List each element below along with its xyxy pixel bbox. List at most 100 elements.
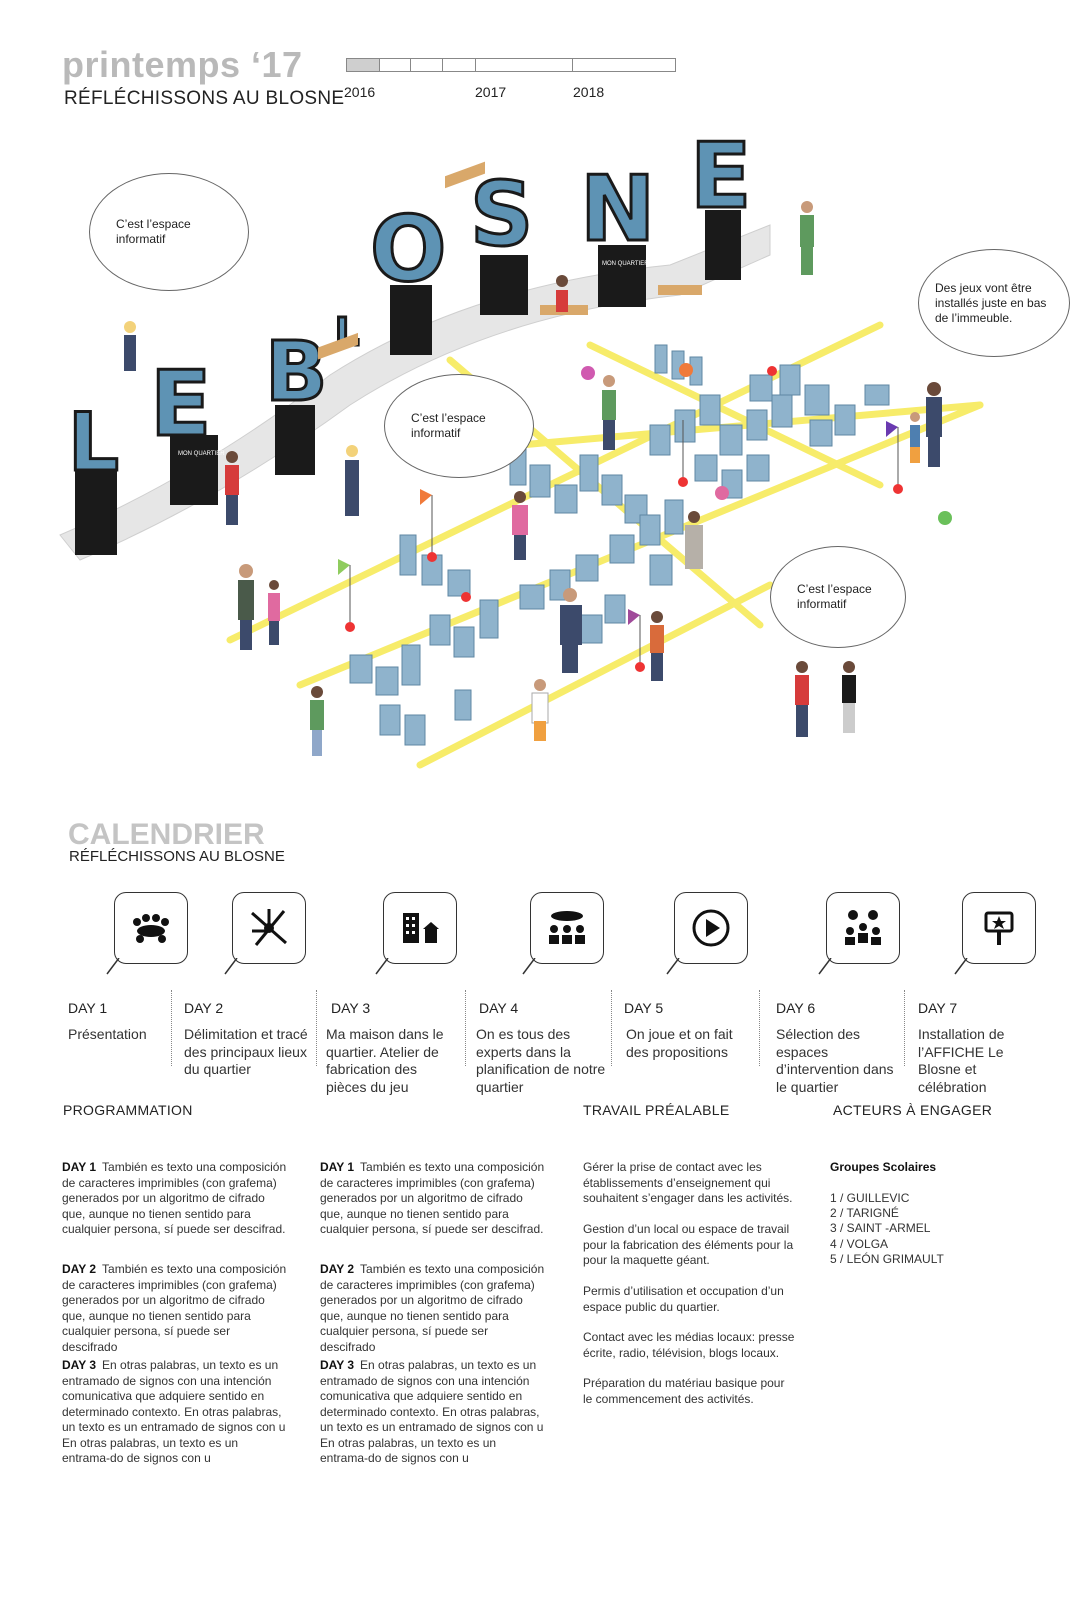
prog-day: DAY 3 xyxy=(62,1358,97,1372)
day6-pointer xyxy=(818,958,832,975)
acteurs-item: 1 / GUILLEVIC xyxy=(830,1191,910,1205)
timeline-bar xyxy=(346,58,676,72)
acteurs-item: 2 / TARIGNÉ xyxy=(830,1206,899,1220)
speech-bubble-informatif-3: C’est l’espace informatif xyxy=(770,546,906,648)
timeline-label-2018: 2018 xyxy=(573,84,605,100)
acteurs-item: 5 / LEÓN GRIMAULT xyxy=(830,1252,944,1266)
prog-text: También es texto una composición de cara… xyxy=(320,1262,545,1354)
day4-icon-box xyxy=(530,892,604,964)
letter-e: E xyxy=(150,352,211,457)
travail-item: Contact avec les médias locaux: presse é… xyxy=(583,1330,795,1360)
day-separator xyxy=(171,990,172,1066)
prog-day: DAY 2 xyxy=(62,1262,97,1276)
page-subtitle: RÉFLÉCHISSONS AU BLOSNE xyxy=(64,88,345,109)
day3-label: DAY 3 xyxy=(331,1000,371,1016)
timeline-label-2017: 2017 xyxy=(475,84,507,100)
timeline-active-segment xyxy=(347,59,380,71)
season-title: printemps ‘17 xyxy=(62,44,303,85)
day4-label: DAY 4 xyxy=(479,1000,519,1016)
prog-text: También es texto una composición de cara… xyxy=(62,1160,287,1236)
day4-pointer xyxy=(522,958,536,975)
prog-day: DAY 2 xyxy=(320,1262,355,1276)
day3-pointer xyxy=(375,958,389,975)
building-blocks xyxy=(349,344,890,746)
day2-desc: Délimitation et tracé des principaux lie… xyxy=(184,1026,308,1077)
sign-panels xyxy=(75,210,741,555)
calendar-title: CALENDRIER xyxy=(68,818,265,851)
travail-item: Préparation du matériau basique pour le … xyxy=(583,1376,785,1406)
giant-letters: L E B L O S N E xyxy=(67,123,753,491)
day5-desc: On joue et on fait des propositions xyxy=(626,1026,733,1060)
bubble-text: C’est l’espace informatif xyxy=(797,582,872,611)
prog-text: En otras palabras, un texto es un entram… xyxy=(320,1358,544,1465)
day1-pointer xyxy=(106,958,120,975)
prog-day: DAY 1 xyxy=(62,1160,97,1174)
travail-heading: TRAVAIL PRÉALABLE xyxy=(583,1102,730,1118)
map-streets-icon xyxy=(251,909,287,946)
day5-icon-box xyxy=(674,892,748,964)
bubble-text: C’est l’espace informatif xyxy=(116,217,191,246)
speech-bubble-jeux: Des jeux vont être installés juste en ba… xyxy=(918,249,1070,357)
day-separator xyxy=(759,990,760,1066)
programmation-heading: PROGRAMMATION xyxy=(63,1102,193,1118)
flags xyxy=(338,363,952,672)
letter-e: E xyxy=(690,124,751,229)
day7-icon-box xyxy=(962,892,1036,964)
people xyxy=(124,201,942,756)
sign-star-icon xyxy=(984,911,1014,945)
day6-icon-box xyxy=(826,892,900,964)
day6-desc: Sélection des espaces d’intervention dan… xyxy=(776,1026,894,1095)
timeline-label-2016: 2016 xyxy=(344,84,376,100)
day1-label: DAY 1 xyxy=(68,1000,108,1016)
timeline-segment xyxy=(443,59,476,71)
day1-icon-box xyxy=(114,892,188,964)
travail-item: Gérer la prise de contact avec les établ… xyxy=(583,1160,793,1205)
day2-icon-box xyxy=(232,892,306,964)
speech-bubble-informatif-1: C’est l’espace informatif xyxy=(89,173,249,291)
acteurs-group-title: Groupes Scolaires xyxy=(830,1160,937,1174)
travail-item: Gestion d’un local ou espace de travail … xyxy=(583,1222,794,1267)
prog-text: En otras palabras, un texto es un entram… xyxy=(62,1358,286,1465)
sign-label: MON QUARTIER xyxy=(602,261,649,267)
day5-label: DAY 5 xyxy=(624,1000,664,1016)
play-icon xyxy=(692,909,730,947)
letter-s: S xyxy=(470,163,533,266)
day7-pointer xyxy=(954,958,968,975)
acteurs-item: 3 / SAINT -ARMEL xyxy=(830,1221,931,1235)
day1-desc: Présentation xyxy=(68,1026,147,1042)
speech-bubble-informatif-2: C’est l’espace informatif xyxy=(384,374,534,478)
ideas-vote-icon xyxy=(845,910,881,945)
day2-label: DAY 2 xyxy=(184,1000,224,1016)
day6-label: DAY 6 xyxy=(776,1000,816,1016)
day4-desc: On es tous des experts dans la planifica… xyxy=(476,1026,606,1095)
prog-text: También es texto una composición de cara… xyxy=(320,1160,545,1236)
day-separator xyxy=(316,990,317,1066)
day3-icon-box xyxy=(383,892,457,964)
timeline-segment xyxy=(380,59,411,71)
day5-pointer xyxy=(666,958,680,975)
letter-n: N xyxy=(580,157,655,262)
travail-item: Permis d’utilisation et occupation d’un … xyxy=(583,1284,784,1314)
day-separator xyxy=(465,990,466,1066)
acteurs-item: 4 / VOLGA xyxy=(830,1237,889,1251)
buildings-icon xyxy=(403,913,439,943)
day-separator xyxy=(904,990,905,1066)
sign-label: MON QUARTIER xyxy=(178,451,225,457)
timeline-segment xyxy=(411,59,443,71)
blosne-isometric-illustration: MON QUARTIER MON QUARTIER L E B L O S N … xyxy=(59,123,984,769)
day7-desc: Installation de l’AFFICHE Le Blosne et c… xyxy=(918,1026,1005,1095)
acteurs-heading: ACTEURS À ENGAGER xyxy=(833,1102,993,1118)
letter-l: L xyxy=(68,396,119,489)
letter-b: B xyxy=(265,325,328,420)
day-separator xyxy=(611,990,612,1066)
prog-text: También es texto una composición de cara… xyxy=(62,1262,287,1354)
calendar-subtitle: RÉFLÉCHISSONS AU BLOSNE xyxy=(69,848,285,865)
group-discussion-icon xyxy=(549,911,585,944)
letter-o: O xyxy=(370,197,447,302)
